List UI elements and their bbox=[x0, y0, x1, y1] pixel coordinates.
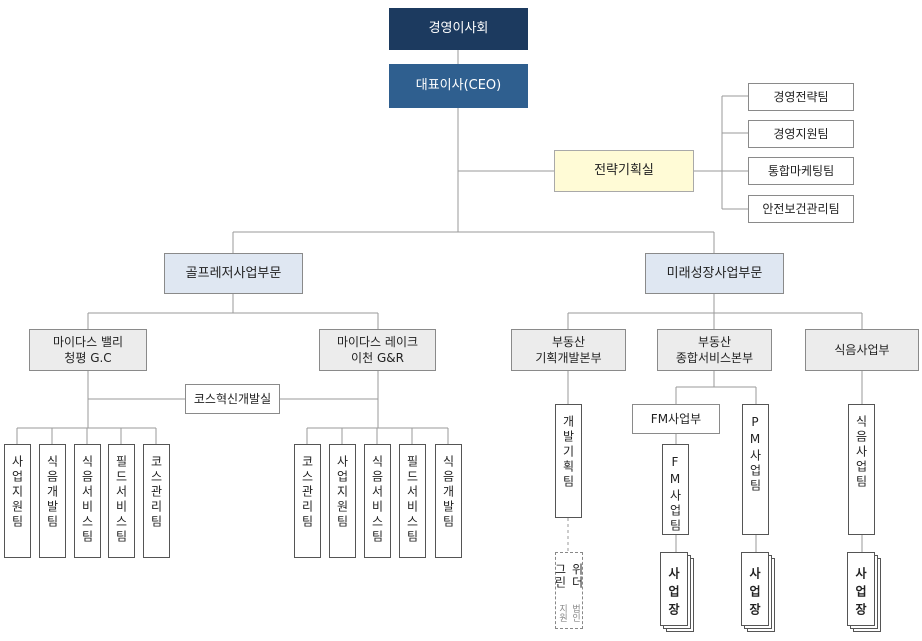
future-division-label: 미래성장사업부문 bbox=[666, 265, 763, 281]
fm-team-box: FM사업팀 bbox=[662, 444, 689, 535]
golf-division-box: 골프레저사업부문 bbox=[164, 253, 303, 294]
staff-team-box: 통합마케팅팀 bbox=[748, 157, 854, 185]
pm-site-label: 사업장 bbox=[747, 567, 762, 621]
staff-team-box: 안전보건관리팀 bbox=[748, 195, 854, 223]
lake-team-box: 식음서비스팀 bbox=[364, 444, 391, 558]
lake-team-box: 필드서비스팀 bbox=[399, 444, 426, 558]
realestate-service-subname: 종합서비스본부 bbox=[675, 351, 754, 365]
fnb-site-stack: 사업장 bbox=[847, 552, 883, 632]
staff-team-label: 안전보건관리팀 bbox=[762, 201, 840, 216]
lake-unit-box: 마이다스 레이크 이천 G&R bbox=[319, 329, 436, 371]
fm-site-stack: 사업장 bbox=[660, 552, 696, 632]
fnb-team-box: 식음사업팀 bbox=[848, 404, 875, 535]
fm-dept-box: FM사업부 bbox=[632, 404, 720, 434]
valley-team-box: 식음개발팀 bbox=[39, 444, 66, 558]
lake-subname: 이천 G&R bbox=[351, 351, 404, 365]
lake-team-label: 식음개발팀 bbox=[441, 455, 455, 530]
golf-division-label: 골프레저사업부문 bbox=[185, 265, 282, 281]
strategy-office-box: 전략기획실 bbox=[554, 150, 694, 192]
affiliate-note: 법인지원 bbox=[557, 603, 580, 622]
pm-site-stack: 사업장 bbox=[741, 552, 777, 632]
valley-team-label: 코스관리팀 bbox=[149, 455, 163, 530]
realestate-dev-box: 부동산 기획개발본부 bbox=[511, 329, 626, 371]
staff-team-box: 경영지원팀 bbox=[748, 120, 854, 148]
valley-team-box: 사업지원팀 bbox=[4, 444, 31, 558]
valley-team-label: 필드서비스팀 bbox=[114, 455, 128, 545]
dev-planning-team-box: 개발기획팀 bbox=[555, 404, 582, 518]
ceo-label: 대표이사(CEO) bbox=[415, 78, 502, 94]
realestate-service-name: 부동산 bbox=[697, 334, 732, 349]
lake-team-box: 사업지원팀 bbox=[329, 444, 356, 558]
valley-team-label: 식음개발팀 bbox=[45, 455, 59, 530]
pm-team-box: PM사업팀 bbox=[742, 404, 769, 535]
fm-dept-label: FM사업부 bbox=[650, 411, 702, 426]
lake-team-label: 코스관리팀 bbox=[300, 455, 314, 530]
lake-name: 마이다스 레이크 bbox=[336, 334, 419, 349]
fnb-unit-label: 식음사업부 bbox=[834, 342, 890, 357]
fnb-unit-box: 식음사업부 bbox=[805, 329, 919, 371]
valley-team-label: 식음서비스팀 bbox=[80, 455, 94, 545]
board-box: 경영이사회 bbox=[389, 8, 528, 50]
staff-team-label: 통합마케팅팀 bbox=[767, 163, 835, 178]
valley-team-label: 사업지원팀 bbox=[10, 455, 24, 530]
staff-team-box: 경영전략팀 bbox=[748, 83, 854, 111]
affiliate-box: 위더그린 법인지원 bbox=[553, 552, 584, 629]
course-innovation-label: 코스혁신개발실 bbox=[193, 391, 272, 406]
fnb-site-box: 사업장 bbox=[847, 552, 875, 626]
valley-subname: 청평 G.C bbox=[64, 351, 112, 365]
fm-site-label: 사업장 bbox=[666, 567, 681, 621]
fnb-site-label: 사업장 bbox=[853, 567, 868, 621]
valley-team-box: 코스관리팀 bbox=[143, 444, 170, 558]
fm-team-label: FM사업팀 bbox=[668, 455, 682, 534]
strategy-office-label: 전략기획실 bbox=[594, 163, 654, 179]
lake-team-box: 식음개발팀 bbox=[435, 444, 462, 558]
pm-site-box: 사업장 bbox=[741, 552, 769, 626]
fnb-team-label: 식음사업팀 bbox=[854, 415, 868, 490]
lake-team-label: 식음서비스팀 bbox=[370, 455, 384, 545]
course-innovation-box: 코스혁신개발실 bbox=[185, 384, 280, 414]
staff-team-label: 경영지원팀 bbox=[773, 126, 829, 141]
realestate-service-box: 부동산 종합서비스본부 bbox=[657, 329, 772, 371]
valley-team-box: 필드서비스팀 bbox=[108, 444, 135, 558]
lake-team-label: 필드서비스팀 bbox=[405, 455, 419, 545]
valley-unit-box: 마이다스 밸리 청평 G.C bbox=[29, 329, 147, 371]
fm-site-box: 사업장 bbox=[660, 552, 688, 626]
board-label: 경영이사회 bbox=[428, 21, 489, 37]
valley-team-box: 식음서비스팀 bbox=[74, 444, 101, 558]
realestate-dev-name: 부동산 bbox=[551, 334, 586, 349]
valley-name: 마이다스 밸리 bbox=[52, 334, 124, 349]
future-division-box: 미래성장사업부문 bbox=[645, 253, 784, 294]
staff-team-label: 경영전략팀 bbox=[773, 89, 829, 104]
ceo-box: 대표이사(CEO) bbox=[389, 64, 528, 108]
dev-planning-team-label: 개발기획팀 bbox=[561, 415, 575, 490]
realestate-dev-subname: 기획개발본부 bbox=[535, 351, 602, 365]
lake-team-box: 코스관리팀 bbox=[294, 444, 321, 558]
affiliate-label: 위더그린 bbox=[553, 563, 584, 589]
pm-team-label: PM사업팀 bbox=[748, 415, 762, 494]
lake-team-label: 사업지원팀 bbox=[335, 455, 349, 530]
